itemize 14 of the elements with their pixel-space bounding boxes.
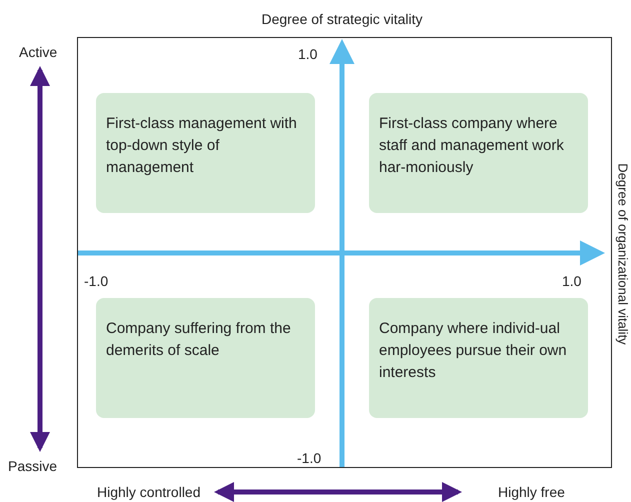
tick-label: 1.0 xyxy=(298,46,318,62)
chart-title: Degree of strategic vitality xyxy=(261,11,423,27)
axis-label: Highly controlled xyxy=(97,484,200,500)
quadrant-box: Company where individ-ual employees pursue their own interests xyxy=(369,298,588,418)
tick-label: 1.0 xyxy=(562,273,582,289)
tick-label: -1.0 xyxy=(297,450,322,466)
quadrant-box: First-class management with top-down style of management xyxy=(96,93,315,213)
axis-label: Active xyxy=(19,44,58,60)
tick-label: -1.0 xyxy=(84,273,108,289)
axis-label: Highly free xyxy=(498,484,565,500)
quadrant-box: Company suffering from the demerits of scale xyxy=(96,298,315,418)
axis-label: Passive xyxy=(8,458,58,474)
quadrant-box: First-class company where staff and management work har-moniously xyxy=(369,93,588,213)
axis-title: Degree of organizational vitality xyxy=(616,163,630,345)
